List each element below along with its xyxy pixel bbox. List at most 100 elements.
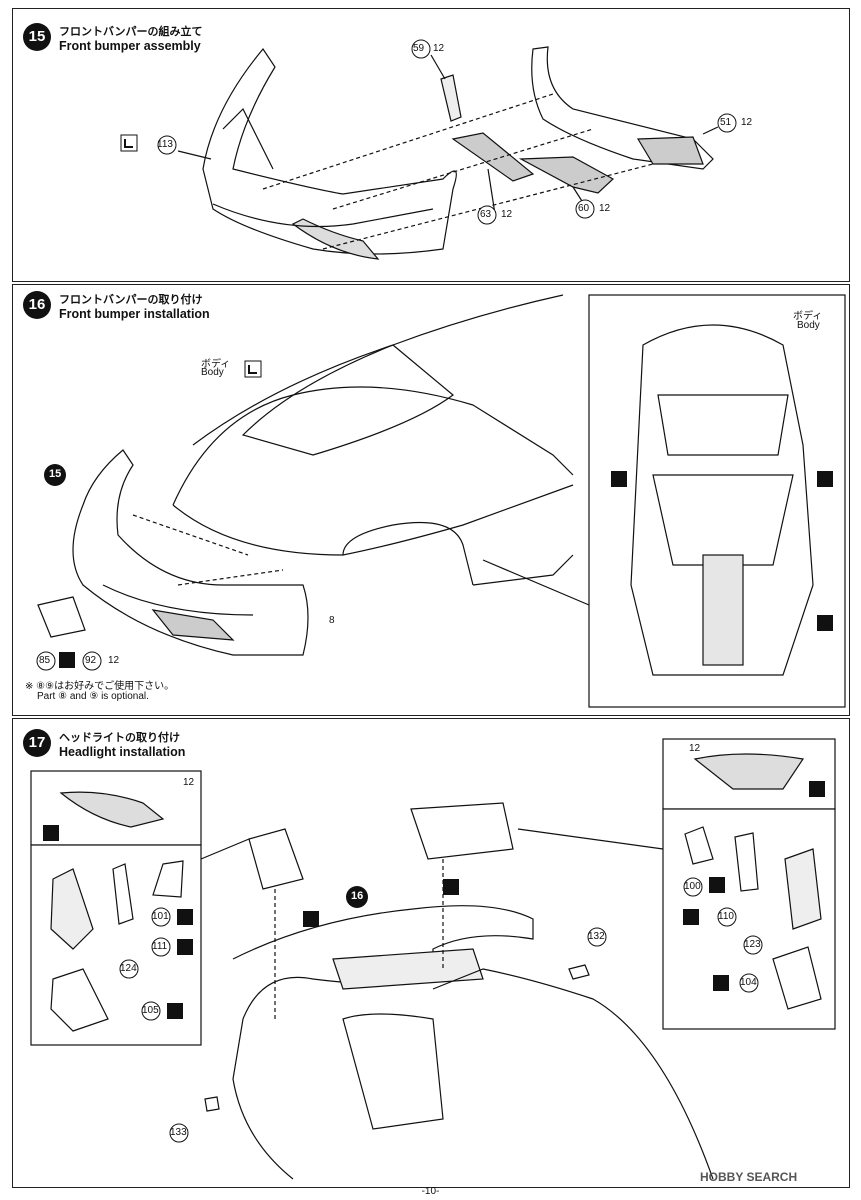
body-fender xyxy=(432,968,714,1180)
body-front xyxy=(232,905,534,1180)
headlight-cover-left xyxy=(248,828,304,890)
part-104-circle xyxy=(739,973,759,993)
body-label-jp: ボディ xyxy=(201,359,231,370)
part-123-label: 123 xyxy=(744,939,761,950)
leader-line xyxy=(702,126,719,135)
part-111-label: 111 xyxy=(152,941,168,952)
bumper-lip xyxy=(102,584,254,616)
part-133-label: 133 xyxy=(170,1127,187,1138)
part-124-circle xyxy=(119,959,139,979)
top-view-windshield xyxy=(657,394,789,456)
paint-ref-60: 12 xyxy=(599,203,611,214)
step-title-jp: フロントバンパーの組み立て xyxy=(59,26,203,38)
part-132-label: 132 xyxy=(588,931,605,942)
paint-icon xyxy=(809,781,825,797)
body-lower-line xyxy=(172,484,574,556)
part-51-grille xyxy=(636,136,704,165)
part-92-label: 92 xyxy=(85,655,97,666)
part-105-label: 105 xyxy=(142,1005,159,1016)
step-15-panel: 15 フロントバンパーの組み立て Front bumper assembly xyxy=(12,8,850,282)
part-110-label: 110 xyxy=(718,911,734,922)
part-133-circle xyxy=(169,1123,189,1143)
bumper-lip xyxy=(212,203,434,228)
bumper-mesh xyxy=(151,609,235,641)
part-133-shape xyxy=(204,1096,220,1112)
paint-icon xyxy=(177,939,193,955)
body-label-en: Body xyxy=(201,367,224,378)
step-16-panel: 16 フロントバンパーの取り付け Front bumper installati… xyxy=(12,284,850,716)
part-85-label: 85 xyxy=(39,655,51,666)
part-63-mesh xyxy=(451,132,535,182)
part-63-label: 63 xyxy=(480,209,492,220)
part-59-circle xyxy=(411,39,431,59)
bumper-assembly xyxy=(72,449,309,656)
left-headlight-base xyxy=(50,968,109,1032)
bumper-shell xyxy=(202,47,457,255)
paint-icon xyxy=(713,975,729,991)
part-51-circle xyxy=(717,113,737,133)
watermark: HOBBY SEARCH xyxy=(700,1170,798,1184)
step-number: 15 xyxy=(23,23,51,51)
cement-icon xyxy=(120,134,138,152)
headlight-installation-drawing xyxy=(30,738,836,1180)
leader-line xyxy=(430,54,446,80)
part-101-circle xyxy=(151,907,171,927)
step-title-en: Headlight installation xyxy=(59,745,186,759)
part-63-circle xyxy=(477,205,497,225)
top-view-engine-cover xyxy=(702,554,744,666)
part-110-circle xyxy=(717,907,737,927)
step-title-jp: ヘッドライトの取り付け xyxy=(59,732,180,744)
paint-icon xyxy=(59,652,75,668)
paint-icon xyxy=(43,825,59,841)
paint-icon xyxy=(611,471,627,487)
inset-leader xyxy=(482,559,590,606)
paint-ref-8: 8 xyxy=(329,615,335,626)
part-113-circle xyxy=(157,135,177,155)
left-headlight-housing xyxy=(50,868,94,950)
paint-ref-59: 12 xyxy=(433,43,445,54)
front-bumper-installation-drawing xyxy=(36,294,846,708)
part-124-label: 124 xyxy=(120,963,137,974)
paint-icon xyxy=(443,879,459,895)
license-plate xyxy=(37,596,86,638)
part-60-circle xyxy=(575,199,595,219)
right-headlight-housing xyxy=(784,848,822,930)
step-16-ref-circle xyxy=(346,886,368,908)
body-hood-line xyxy=(172,386,574,506)
paint-icon xyxy=(303,911,319,927)
paint-icon xyxy=(817,615,833,631)
step-number: 17 xyxy=(23,729,51,757)
inset-body-label-en: Body xyxy=(797,320,820,331)
part-101-label: 101 xyxy=(152,911,169,922)
part-51-splitter xyxy=(531,46,714,170)
part-60-mesh xyxy=(518,156,615,194)
paint-ref-left: 12 xyxy=(183,777,195,788)
part-132-shape xyxy=(568,964,590,980)
paint-icon xyxy=(709,877,725,893)
part-60-label: 60 xyxy=(578,203,590,214)
part-51-label: 51 xyxy=(720,117,732,128)
paint-icon xyxy=(177,909,193,925)
step-title-en: Front bumper assembly xyxy=(59,39,201,53)
step-number: 16 xyxy=(23,291,51,319)
front-bumper-assembly-drawing xyxy=(120,39,737,260)
body-side xyxy=(472,554,574,586)
paint-icon xyxy=(683,909,699,925)
leader-line xyxy=(487,168,496,215)
top-view-body xyxy=(630,324,814,676)
part-105-circle xyxy=(141,1001,161,1021)
part-104-label: 104 xyxy=(740,977,757,988)
part-92-circle xyxy=(82,651,102,671)
part-113-label: 113 xyxy=(157,139,173,150)
bumper-inner-line xyxy=(222,107,274,170)
part-100-circle xyxy=(683,877,703,897)
step-title-jp: フロントバンパーの取り付け xyxy=(59,294,203,306)
guide-line xyxy=(262,93,554,190)
windshield xyxy=(241,344,454,456)
step-title-en: Front bumper installation xyxy=(59,307,210,321)
part-111-circle xyxy=(151,937,171,957)
inset-body-label-jp: ボディ xyxy=(793,311,823,322)
optional-note-jp: ※ ⑧⑨はお好みでご使用下さい。 xyxy=(25,681,175,692)
right-headlight-base xyxy=(772,946,822,1010)
part-59-label: 59 xyxy=(413,43,425,54)
